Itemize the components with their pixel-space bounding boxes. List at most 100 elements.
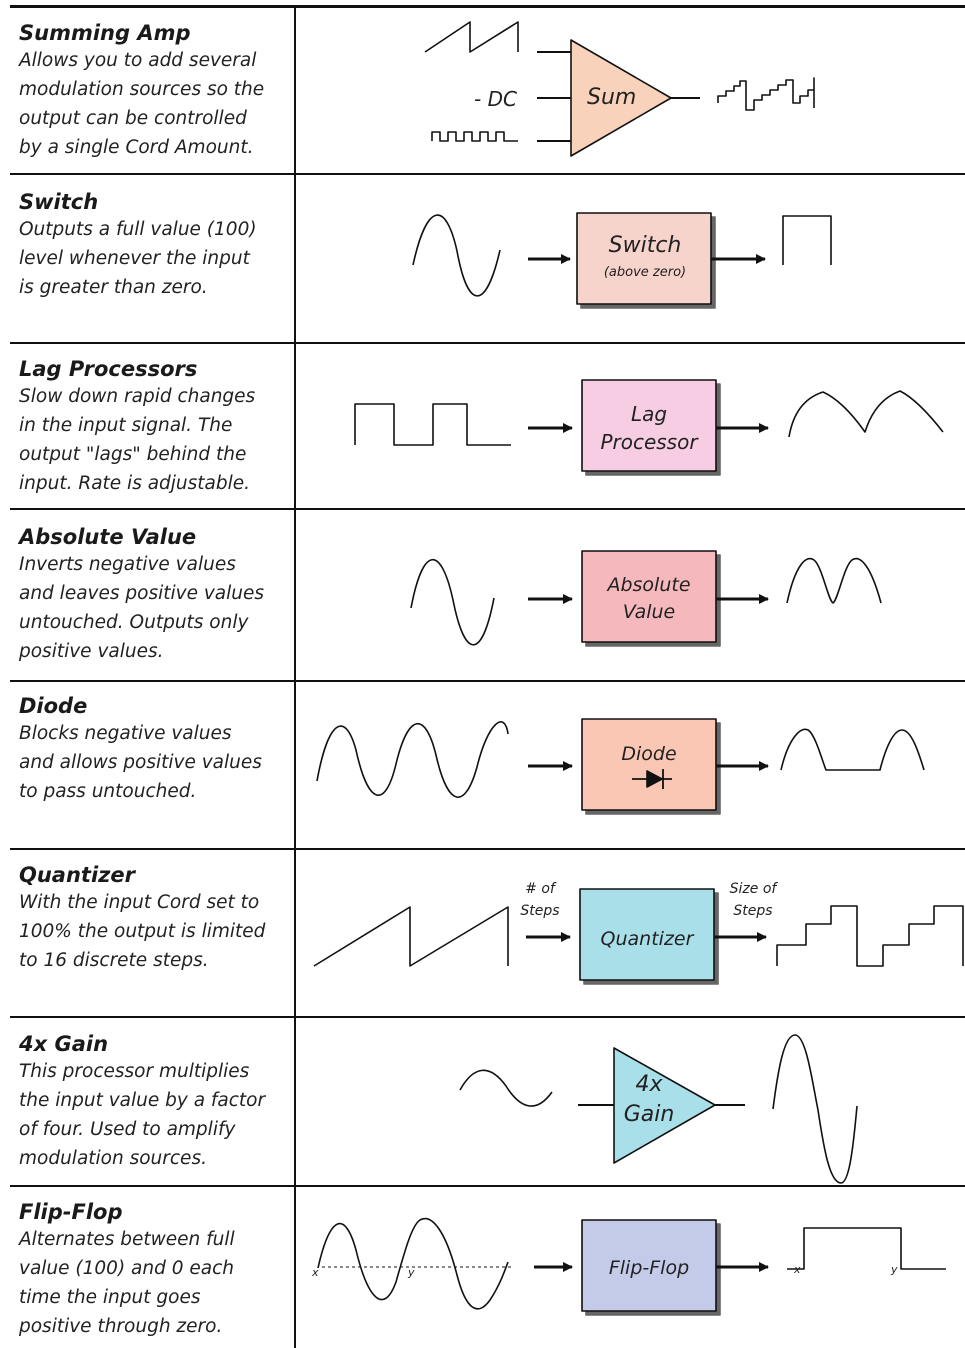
diode-diagram [316, 718, 925, 811]
output-marker-y: y [890, 1263, 898, 1276]
sine-input-wave [410, 558, 495, 646]
row-divider [10, 1185, 965, 1187]
double-sine-input-wave [317, 1217, 509, 1310]
description-line: Alternates between full [19, 1229, 235, 1250]
diode-label: Diode [621, 743, 676, 765]
small-sine-input-wave [459, 1069, 553, 1107]
section-title: Summing Amp [19, 21, 191, 45]
description-line: With the input Cord set to [19, 892, 260, 913]
diode-description: Diode Blocks negative values and allows … [19, 693, 289, 806]
section-title: Flip-Flop [19, 1200, 123, 1224]
absolute-value-diagram [410, 550, 882, 646]
diode-symbol-icon [632, 769, 672, 789]
double-sine-input-wave [316, 721, 509, 798]
section-title: Switch [19, 190, 99, 214]
flip-flop-label: Flip-Flop [609, 1257, 689, 1279]
description-line: input. Rate is adjustable. [19, 473, 251, 494]
description-line: and leaves positive values [19, 583, 265, 604]
description-line: of four. Used to amplify [19, 1119, 236, 1140]
description-line: to pass untouched. [19, 781, 197, 802]
sum-triangle [570, 39, 672, 157]
output-label-line1: Size of [730, 881, 779, 897]
lag-processor-block [581, 379, 717, 472]
description-line: output can be controlled [19, 108, 247, 129]
section-title: Lag Processors [19, 357, 198, 381]
section-title: Diode [19, 694, 88, 718]
4x-gain-diagram [459, 1034, 858, 1184]
amplified-output-wave [772, 1034, 858, 1184]
lag-label-line1: Lag [631, 402, 667, 426]
section-title: Absolute Value [19, 525, 197, 549]
row-divider [10, 848, 965, 850]
gain-triangle [613, 1047, 716, 1164]
row-divider [10, 342, 965, 344]
switch-block [576, 212, 712, 305]
description-line: positive through zero. [19, 1316, 223, 1337]
description-line: output "lags" behind the [19, 444, 247, 465]
row-divider [10, 173, 965, 175]
description-line: value (100) and 0 each [19, 1258, 234, 1279]
input-label-line2: Steps [520, 903, 559, 919]
quantizer-block [579, 888, 715, 981]
description-line: 100% the output is limited [19, 921, 266, 942]
gain-label-line1: 4x [635, 1072, 663, 1097]
stepped-output-wave [776, 905, 964, 967]
description-line: Allows you to add several [19, 50, 257, 71]
absolute-value-description: Absolute Value Inverts negative values a… [19, 524, 289, 666]
lag-processor-diagram [354, 379, 944, 472]
description-line: modulation sources so the [19, 79, 265, 100]
sawtooth-input-wave [424, 21, 519, 53]
flip-flop-diagram [317, 1217, 946, 1312]
processor-diagrams: - DC Sum Switch (above zero) Lag Process… [311, 21, 964, 1312]
lag-processors-description: Lag Processors Slow down rapid changes i… [19, 356, 289, 498]
flip-flop-block [581, 1219, 717, 1312]
description-line: untouched. Outputs only [19, 612, 249, 633]
table-top-border [10, 5, 965, 8]
description-line: and allows positive values [19, 752, 262, 773]
description-line: Inverts negative values [19, 554, 236, 575]
description-line: positive values. [19, 641, 164, 662]
description-line: level whenever the input [19, 248, 250, 269]
description-line: the input value by a factor [19, 1090, 266, 1111]
section-title: Quantizer [19, 863, 135, 887]
summing-amp-diagram [424, 21, 815, 157]
lag-output-wave [788, 390, 944, 438]
summing-amp-description: Summing Amp Allows you to add several mo… [19, 20, 289, 162]
table-column-divider [294, 5, 296, 1348]
sawtooth-input-wave [313, 906, 509, 967]
dc-label: - DC [474, 87, 517, 111]
description-line: is greater than zero. [19, 277, 208, 298]
diode-output-wave [780, 728, 925, 771]
description-line: This processor multiplies [19, 1061, 250, 1082]
quantizer-description: Quantizer With the input Cord set to 100… [19, 862, 289, 975]
description-line: Blocks negative values [19, 723, 232, 744]
input-marker-x: x [311, 1266, 319, 1279]
description-line: time the input goes [19, 1287, 201, 1308]
absolute-value-block [581, 550, 717, 643]
absolute-label-line2: Value [623, 601, 675, 623]
description-line: by a single Cord Amount. [19, 137, 254, 158]
switch-description: Switch Outputs a full value (100) level … [19, 189, 289, 302]
gain-label-line2: Gain [624, 1102, 675, 1127]
switch-label: Switch [609, 233, 682, 258]
output-label-line2: Steps [733, 903, 772, 919]
description-line: to 16 discrete steps. [19, 950, 209, 971]
4x-gain-description: 4x Gain This processor multiplies the in… [19, 1031, 289, 1173]
section-title: 4x Gain [19, 1032, 109, 1056]
flip-flop-description: Flip-Flop Alternates between full value … [19, 1199, 289, 1341]
row-divider [10, 1016, 965, 1018]
summed-output-wave [717, 77, 815, 111]
quantizer-diagram [313, 888, 964, 981]
description-line: Slow down rapid changes [19, 386, 256, 407]
row-divider [10, 680, 965, 682]
description-line: Outputs a full value (100) [19, 219, 257, 240]
lag-label-line2: Processor [600, 430, 699, 454]
pulse-input-wave [431, 131, 518, 142]
input-label-line1: # of [525, 881, 557, 897]
diode-block [581, 718, 717, 811]
input-marker-y: y [407, 1266, 415, 1279]
sine-input-wave [412, 214, 501, 297]
description-line: in the input signal. The [19, 415, 233, 436]
quantizer-label: Quantizer [601, 928, 695, 950]
sum-label: Sum [587, 85, 636, 110]
